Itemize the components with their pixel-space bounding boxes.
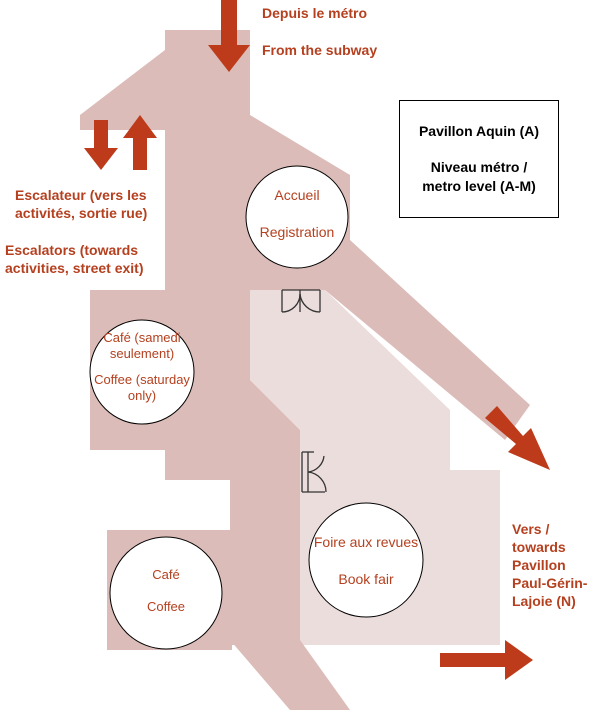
coffee-circle: [109, 536, 223, 650]
coffee-saturday-fr-1: Café (samedi: [103, 330, 181, 345]
escalator-up-arrow-icon: [123, 115, 157, 170]
registration-text: Accueil Registration: [247, 187, 347, 241]
subway-arrow-icon: [208, 0, 250, 72]
escalator-label-en-line1: Escalators (towards: [5, 242, 139, 258]
pgl-arrow-icon: [485, 406, 550, 470]
escalator-down-arrow-icon: [84, 120, 118, 170]
escalator-label-en-line2: activities, street exit): [5, 260, 144, 276]
registration-fr: Accueil: [274, 187, 320, 203]
level-line1: Niveau métro /: [430, 159, 528, 175]
coffee-en: Coffee: [146, 599, 186, 614]
escalator-label-fr-line2: activités, sortie rue): [15, 205, 148, 221]
book-fair-en: Book fair: [338, 571, 394, 587]
coffee-text: Café Coffee: [116, 566, 216, 615]
pavilion-info-box: Pavillon Aquin (A) Niveau métro / metro …: [399, 100, 559, 218]
escalator-label-fr-line1: Escalateur (vers les: [15, 187, 147, 203]
towards-pgl-label: Vers / towards Pavillon Paul-Gérin- Lajo…: [512, 520, 587, 610]
coffee-saturday-fr-2: seulement): [109, 346, 175, 361]
registration-circle: [245, 165, 349, 269]
book-fair-text: Foire aux revues Book fair: [309, 534, 423, 588]
level-line2: metro level (A-M): [422, 178, 536, 194]
subway-label-en: From the subway: [262, 42, 378, 58]
exit-arrow-icon: [440, 640, 533, 680]
coffee-saturday-en-2: only): [127, 388, 157, 403]
coffee-saturday-en-1: Coffee (saturday: [94, 372, 190, 387]
escalator-label-en: Escalators (towards activities, street e…: [5, 241, 144, 277]
towards-line1: Vers /: [512, 521, 550, 537]
coffee-fr: Café: [152, 567, 180, 582]
book-fair-fr: Foire aux revues: [313, 534, 419, 550]
escalator-label-fr: Escalateur (vers les activités, sortie r…: [15, 186, 147, 222]
door-registration-icon: [281, 289, 321, 313]
book-fair-circle: [308, 502, 424, 618]
towards-line5: Lajoie (N): [512, 593, 576, 609]
towards-line4: Paul-Gérin-: [512, 575, 588, 591]
registration-en: Registration: [259, 224, 335, 240]
arrows: [84, 0, 550, 680]
coffee-saturday-circle: [89, 319, 195, 425]
subway-label-fr: Depuis le métro: [262, 5, 368, 21]
door-book-fair-icon: [301, 451, 327, 493]
pavilion-title: Pavillon Aquin (A): [418, 123, 540, 139]
towards-line2: towards: [512, 539, 566, 555]
coffee-saturday-text: Café (samedi seulement) Coffee (saturday…: [90, 330, 194, 404]
towards-line3: Pavillon: [512, 557, 566, 573]
